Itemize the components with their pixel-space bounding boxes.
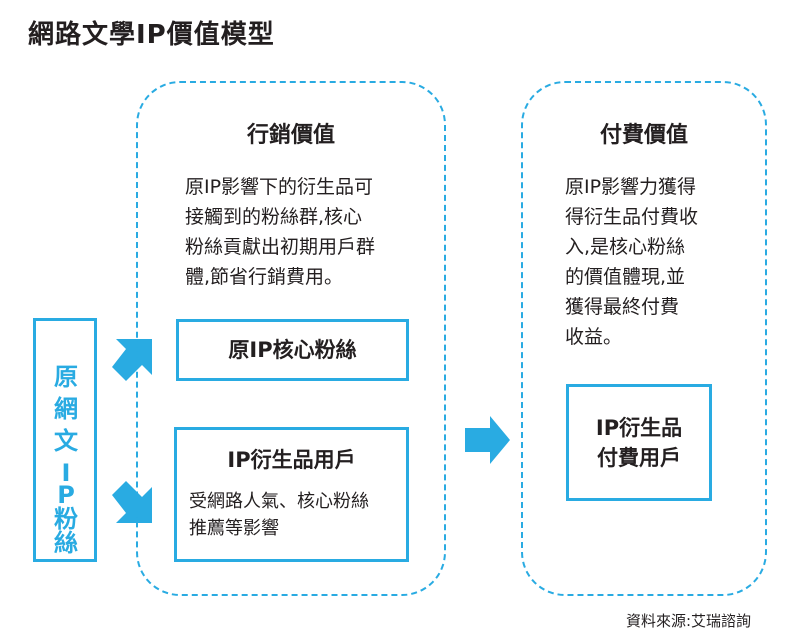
paid-users-label-line: 付費用戶	[597, 446, 681, 470]
paid-users-label-line: IP衍生品	[595, 416, 683, 440]
diagram-title: 網路文學IP價值模型	[28, 20, 275, 50]
description-line: 受網路人氣、核心粉絲	[189, 491, 369, 512]
description-line: 入,是核心粉絲	[565, 236, 686, 258]
description-line: 原IP影響力獲得	[565, 176, 697, 198]
description-line: 收益。	[565, 326, 623, 348]
arrow-down-right-icon	[112, 481, 152, 523]
description-line: 的價值體現,並	[565, 266, 686, 288]
description-line: 粉絲貢獻出初期用戶群	[185, 236, 376, 258]
arrow-up-right-icon	[112, 339, 152, 381]
description-line: 體,節省行銷費用。	[185, 266, 344, 288]
arrow-right-icon	[465, 416, 510, 464]
description-line: 原IP影響下的衍生品可	[185, 176, 374, 198]
description-line: 推薦等影響	[189, 518, 279, 539]
description-line: 得衍生品付費收	[565, 206, 699, 228]
source-fans-char: 網	[54, 395, 78, 423]
paid-value-panel	[521, 81, 767, 596]
derivative-users-box: IP衍生品用戶 受網路人氣、核心粉絲 推薦等影響	[174, 427, 409, 562]
paid-description: 原IP影響力獲得 得衍生品付費收 入,是核心粉絲 的價值體現,並 獲得最終付費 …	[565, 172, 698, 352]
source-fans-char: 絲	[54, 529, 78, 557]
source-fans-char: 文	[54, 427, 78, 455]
marketing-value-panel	[136, 81, 446, 596]
source-fans-char: 粉	[54, 505, 78, 533]
source-fans-char: 原	[54, 363, 78, 391]
description-line: 接觸到的粉絲群,核心	[185, 206, 363, 228]
source-note: 資料來源:艾瑞諮詢	[626, 612, 752, 630]
source-fans-char: P	[57, 481, 75, 509]
derivative-users-description: 受網路人氣、核心粉絲 推薦等影響	[189, 488, 406, 542]
core-fans-box: 原IP核心粉絲	[176, 319, 409, 381]
paid-heading: 付費價值	[599, 123, 688, 148]
description-line: 獲得最終付費	[565, 296, 680, 318]
marketing-description: 原IP影響下的衍生品可 接觸到的粉絲群,核心 粉絲貢獻出初期用戶群 體,節省行銷…	[185, 172, 375, 292]
core-fans-label: 原IP核心粉絲	[228, 338, 357, 362]
source-fans-box: 原 網 文 I P 粉 絲	[33, 318, 97, 562]
source-fans-char: I	[61, 459, 71, 487]
paid-users-box: IP衍生品 付費用戶	[566, 384, 712, 501]
marketing-heading: 行銷價值	[246, 123, 335, 148]
derivative-users-label: IP衍生品用戶	[227, 448, 356, 472]
